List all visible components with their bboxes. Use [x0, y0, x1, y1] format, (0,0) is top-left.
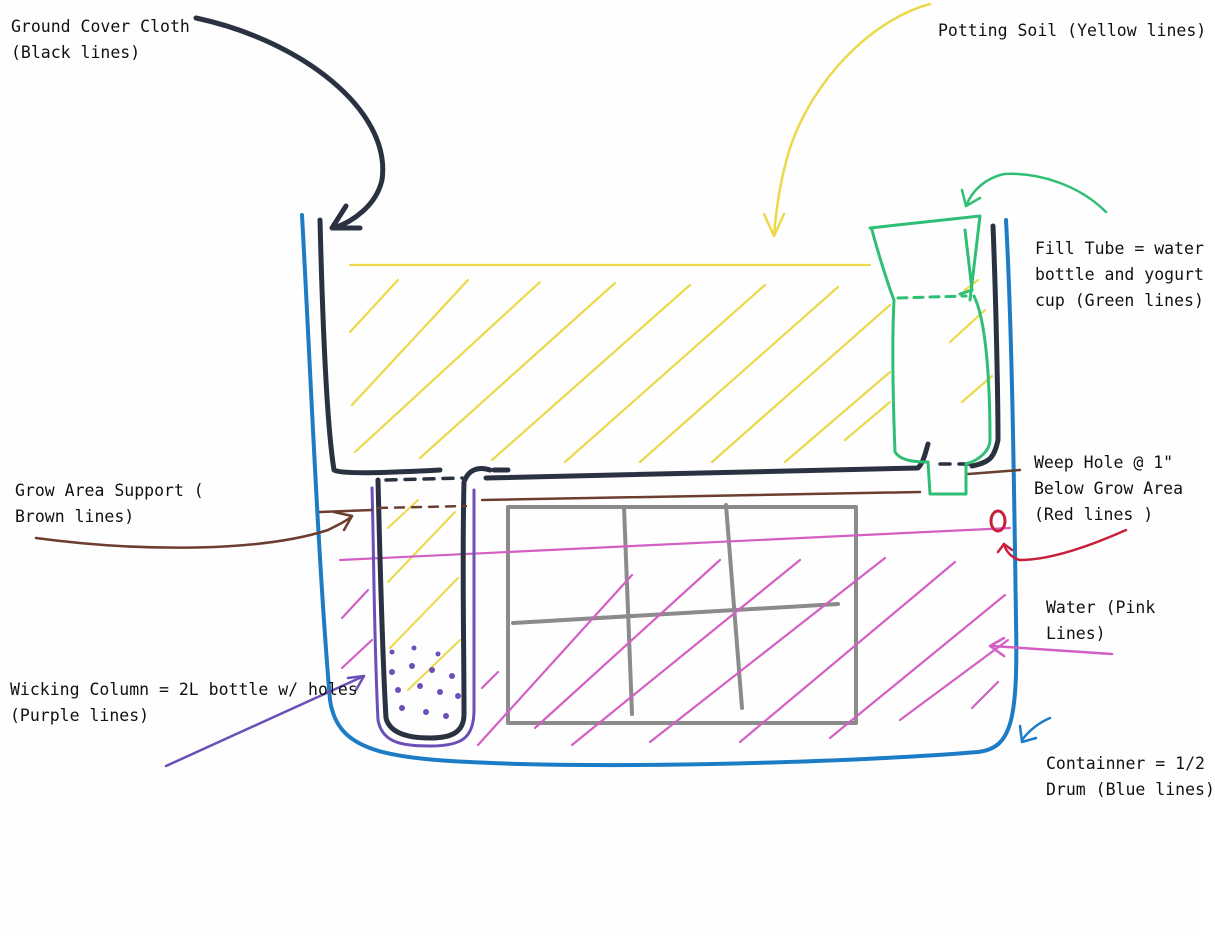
wicking-column-label-line2: (Purple lines)	[10, 706, 150, 725]
grow-area-support-dashes	[376, 504, 468, 510]
wicking-column-outline	[370, 486, 476, 748]
weep-hole-label-line1: Weep Hole @ 1"	[1034, 453, 1174, 472]
grow-area-support-label-line2: Brown lines)	[15, 507, 135, 526]
grow-area-support-label: Grow Area Support ( Brown lines)	[15, 478, 204, 530]
potting-soil-label-line1: Potting Soil (Yellow lines)	[938, 21, 1207, 40]
fill-tube-label-line3: cup (Green lines)	[1035, 291, 1204, 310]
potting-soil-hatching	[348, 263, 994, 464]
wicking-column-soil-hatching	[387, 499, 461, 691]
reservoir-grate	[506, 503, 858, 725]
weep-hole-pointer	[996, 528, 1128, 562]
fill-tube-label-line2: bottle and yogurt	[1035, 265, 1204, 284]
water-pointer	[988, 636, 1114, 658]
wicking-column-label-line1: Wicking Column = 2L bottle w/ holes	[10, 680, 358, 699]
container-pointer	[1018, 716, 1052, 744]
ground-cover-pointer	[193, 15, 386, 231]
water-label-line2: Lines)	[1046, 624, 1106, 643]
ground-cover-cloth	[317, 217, 1001, 741]
weep-hole-label-line2: Below Grow Area	[1034, 479, 1184, 498]
container-label: Containner = 1/2 Drum (Blue lines)	[1046, 751, 1215, 803]
container-label-line2: Drum (Blue lines)	[1046, 780, 1215, 799]
fill-tube-label-line1: Fill Tube = water	[1035, 239, 1204, 258]
grow-area-support-pointer	[34, 510, 354, 549]
grow-area-support	[318, 468, 1022, 514]
wicking-column-pointer	[164, 674, 366, 768]
fill-tube	[868, 214, 992, 496]
fill-tube-label: Fill Tube = water bottle and yogurt cup …	[1035, 236, 1204, 314]
grow-area-support-label-line1: Grow Area Support (	[15, 481, 204, 500]
container-label-line1: Containner = 1/2	[1046, 754, 1205, 773]
potting-soil-pointer	[762, 2, 932, 238]
potting-soil-label: Potting Soil (Yellow lines)	[938, 18, 1206, 44]
weep-hole-label-line3: (Red lines )	[1034, 505, 1154, 524]
weep-hole-label: Weep Hole @ 1" Below Grow Area (Red line…	[1034, 450, 1183, 528]
container-outline	[300, 213, 1019, 768]
water-label-line1: Water (Pink	[1046, 598, 1156, 617]
ground-cover-label: Ground Cover Cloth (Black lines)	[11, 14, 190, 66]
wicking-column-label: Wicking Column = 2L bottle w/ holes (Pur…	[10, 677, 358, 729]
weep-hole	[989, 509, 1007, 533]
water-hatching	[338, 526, 1012, 747]
wicking-holes	[389, 645, 461, 719]
water-label: Water (Pink Lines)	[1046, 595, 1155, 647]
fill-tube-pointer	[960, 172, 1108, 214]
ground-cover-label-line2: (Black lines)	[11, 43, 141, 62]
ground-cover-label-line1: Ground Cover Cloth	[11, 17, 190, 36]
